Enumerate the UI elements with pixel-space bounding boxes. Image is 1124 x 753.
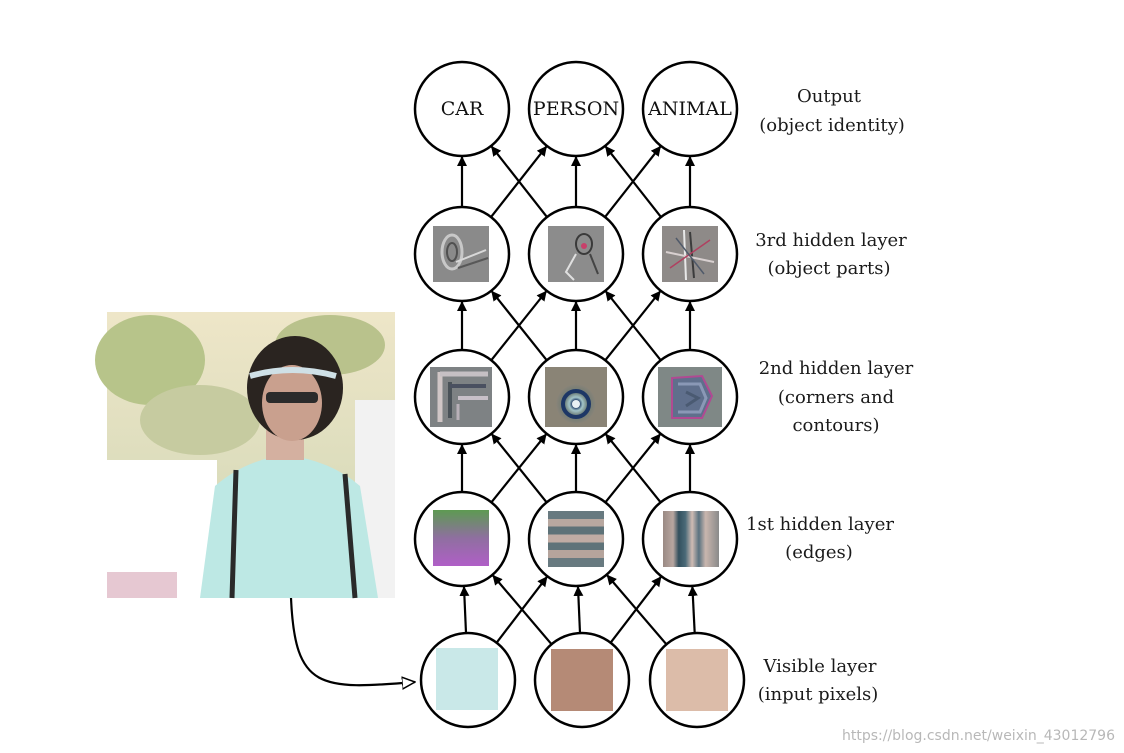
layer-label-line: 1st hidden layer xyxy=(746,514,894,535)
output-layer-label: Output (object identity) xyxy=(759,86,905,136)
connection-arrow xyxy=(459,586,470,634)
connection-arrow xyxy=(605,290,662,361)
layer-label-line: (input pixels) xyxy=(758,684,879,705)
connection-arrow xyxy=(490,145,548,218)
hidden1-node-horizontal xyxy=(527,490,625,588)
contour-feature-image xyxy=(545,367,607,427)
output-node-animal: ANIMAL xyxy=(641,60,739,158)
watermark: https://blog.csdn.net/weixin_43012796 xyxy=(842,728,1115,744)
hidden2-node-contour xyxy=(527,348,625,446)
horizontal-edge-image xyxy=(548,511,604,567)
connection-arrow xyxy=(492,574,553,645)
visible-node-3 xyxy=(648,631,746,729)
output-node-label: PERSON xyxy=(533,98,619,120)
connection-arrow xyxy=(604,145,662,218)
pixel-swatch xyxy=(666,649,728,711)
layer-label-line: (edges) xyxy=(785,542,853,563)
face-feature-image xyxy=(548,226,604,282)
layer-label-line: Visible layer xyxy=(762,656,876,677)
output-node-label: CAR xyxy=(441,98,484,120)
connection-arrow xyxy=(491,290,548,361)
connection-arrow xyxy=(606,574,668,646)
hidden2-node-shape xyxy=(641,348,739,446)
animal-part-feature-image xyxy=(662,226,718,282)
shape-feature-image xyxy=(658,367,722,427)
hidden1-layer-label: 1st hidden layer (edges) xyxy=(746,514,894,563)
visible-node-2 xyxy=(533,631,631,729)
layer-label-line: (corners and xyxy=(778,387,894,408)
output-layer: CAR PERSON ANIMAL xyxy=(413,60,739,158)
visible-node-1 xyxy=(419,631,517,729)
output-node-person: PERSON xyxy=(527,60,625,158)
hidden3-layer-label: 3rd hidden layer (object parts) xyxy=(755,230,907,279)
hidden3-node-animal-part xyxy=(641,205,739,303)
layer-label-line: 3rd hidden layer xyxy=(755,230,907,251)
layer-labels: Output (object identity) 3rd hidden laye… xyxy=(746,86,914,705)
vertical-edge-image xyxy=(663,511,719,567)
photo-to-input-arrow xyxy=(289,597,415,685)
hidden-layer-2 xyxy=(413,348,739,446)
output-node-label: ANIMAL xyxy=(647,98,732,120)
output-node-car: CAR xyxy=(413,60,511,158)
hidden2-layer-label: 2nd hidden layer (corners and contours) xyxy=(759,358,914,436)
layer-label-line: 2nd hidden layer xyxy=(759,358,914,379)
visible-layer-label: Visible layer (input pixels) xyxy=(758,656,879,705)
layer-label-line: (object identity) xyxy=(759,115,905,136)
pixel-swatch xyxy=(551,649,613,711)
connection-arrow xyxy=(573,586,584,634)
connection-arrow xyxy=(491,433,548,503)
corners-feature-image xyxy=(430,367,492,427)
hidden3-node-face xyxy=(527,205,625,303)
visible-layer xyxy=(419,631,746,729)
hidden3-node-wheel xyxy=(413,205,511,303)
hidden-layer-3 xyxy=(413,205,739,303)
hidden2-node-corners xyxy=(413,348,511,446)
layer-label-line: contours) xyxy=(792,415,879,436)
hidden1-node-gradient xyxy=(413,490,511,588)
gradient-edge-image xyxy=(433,510,489,566)
hidden1-node-vertical xyxy=(641,490,739,588)
connection-arrows xyxy=(457,145,698,646)
input-photo xyxy=(95,312,395,599)
hidden-layer-1 xyxy=(413,490,739,588)
layer-label-line: Output xyxy=(797,86,862,107)
wheel-feature-image xyxy=(433,226,489,282)
pixel-swatch xyxy=(436,648,498,710)
layer-label-line: (object parts) xyxy=(767,258,890,279)
connection-arrow xyxy=(605,433,662,503)
connection-arrow xyxy=(687,585,698,634)
